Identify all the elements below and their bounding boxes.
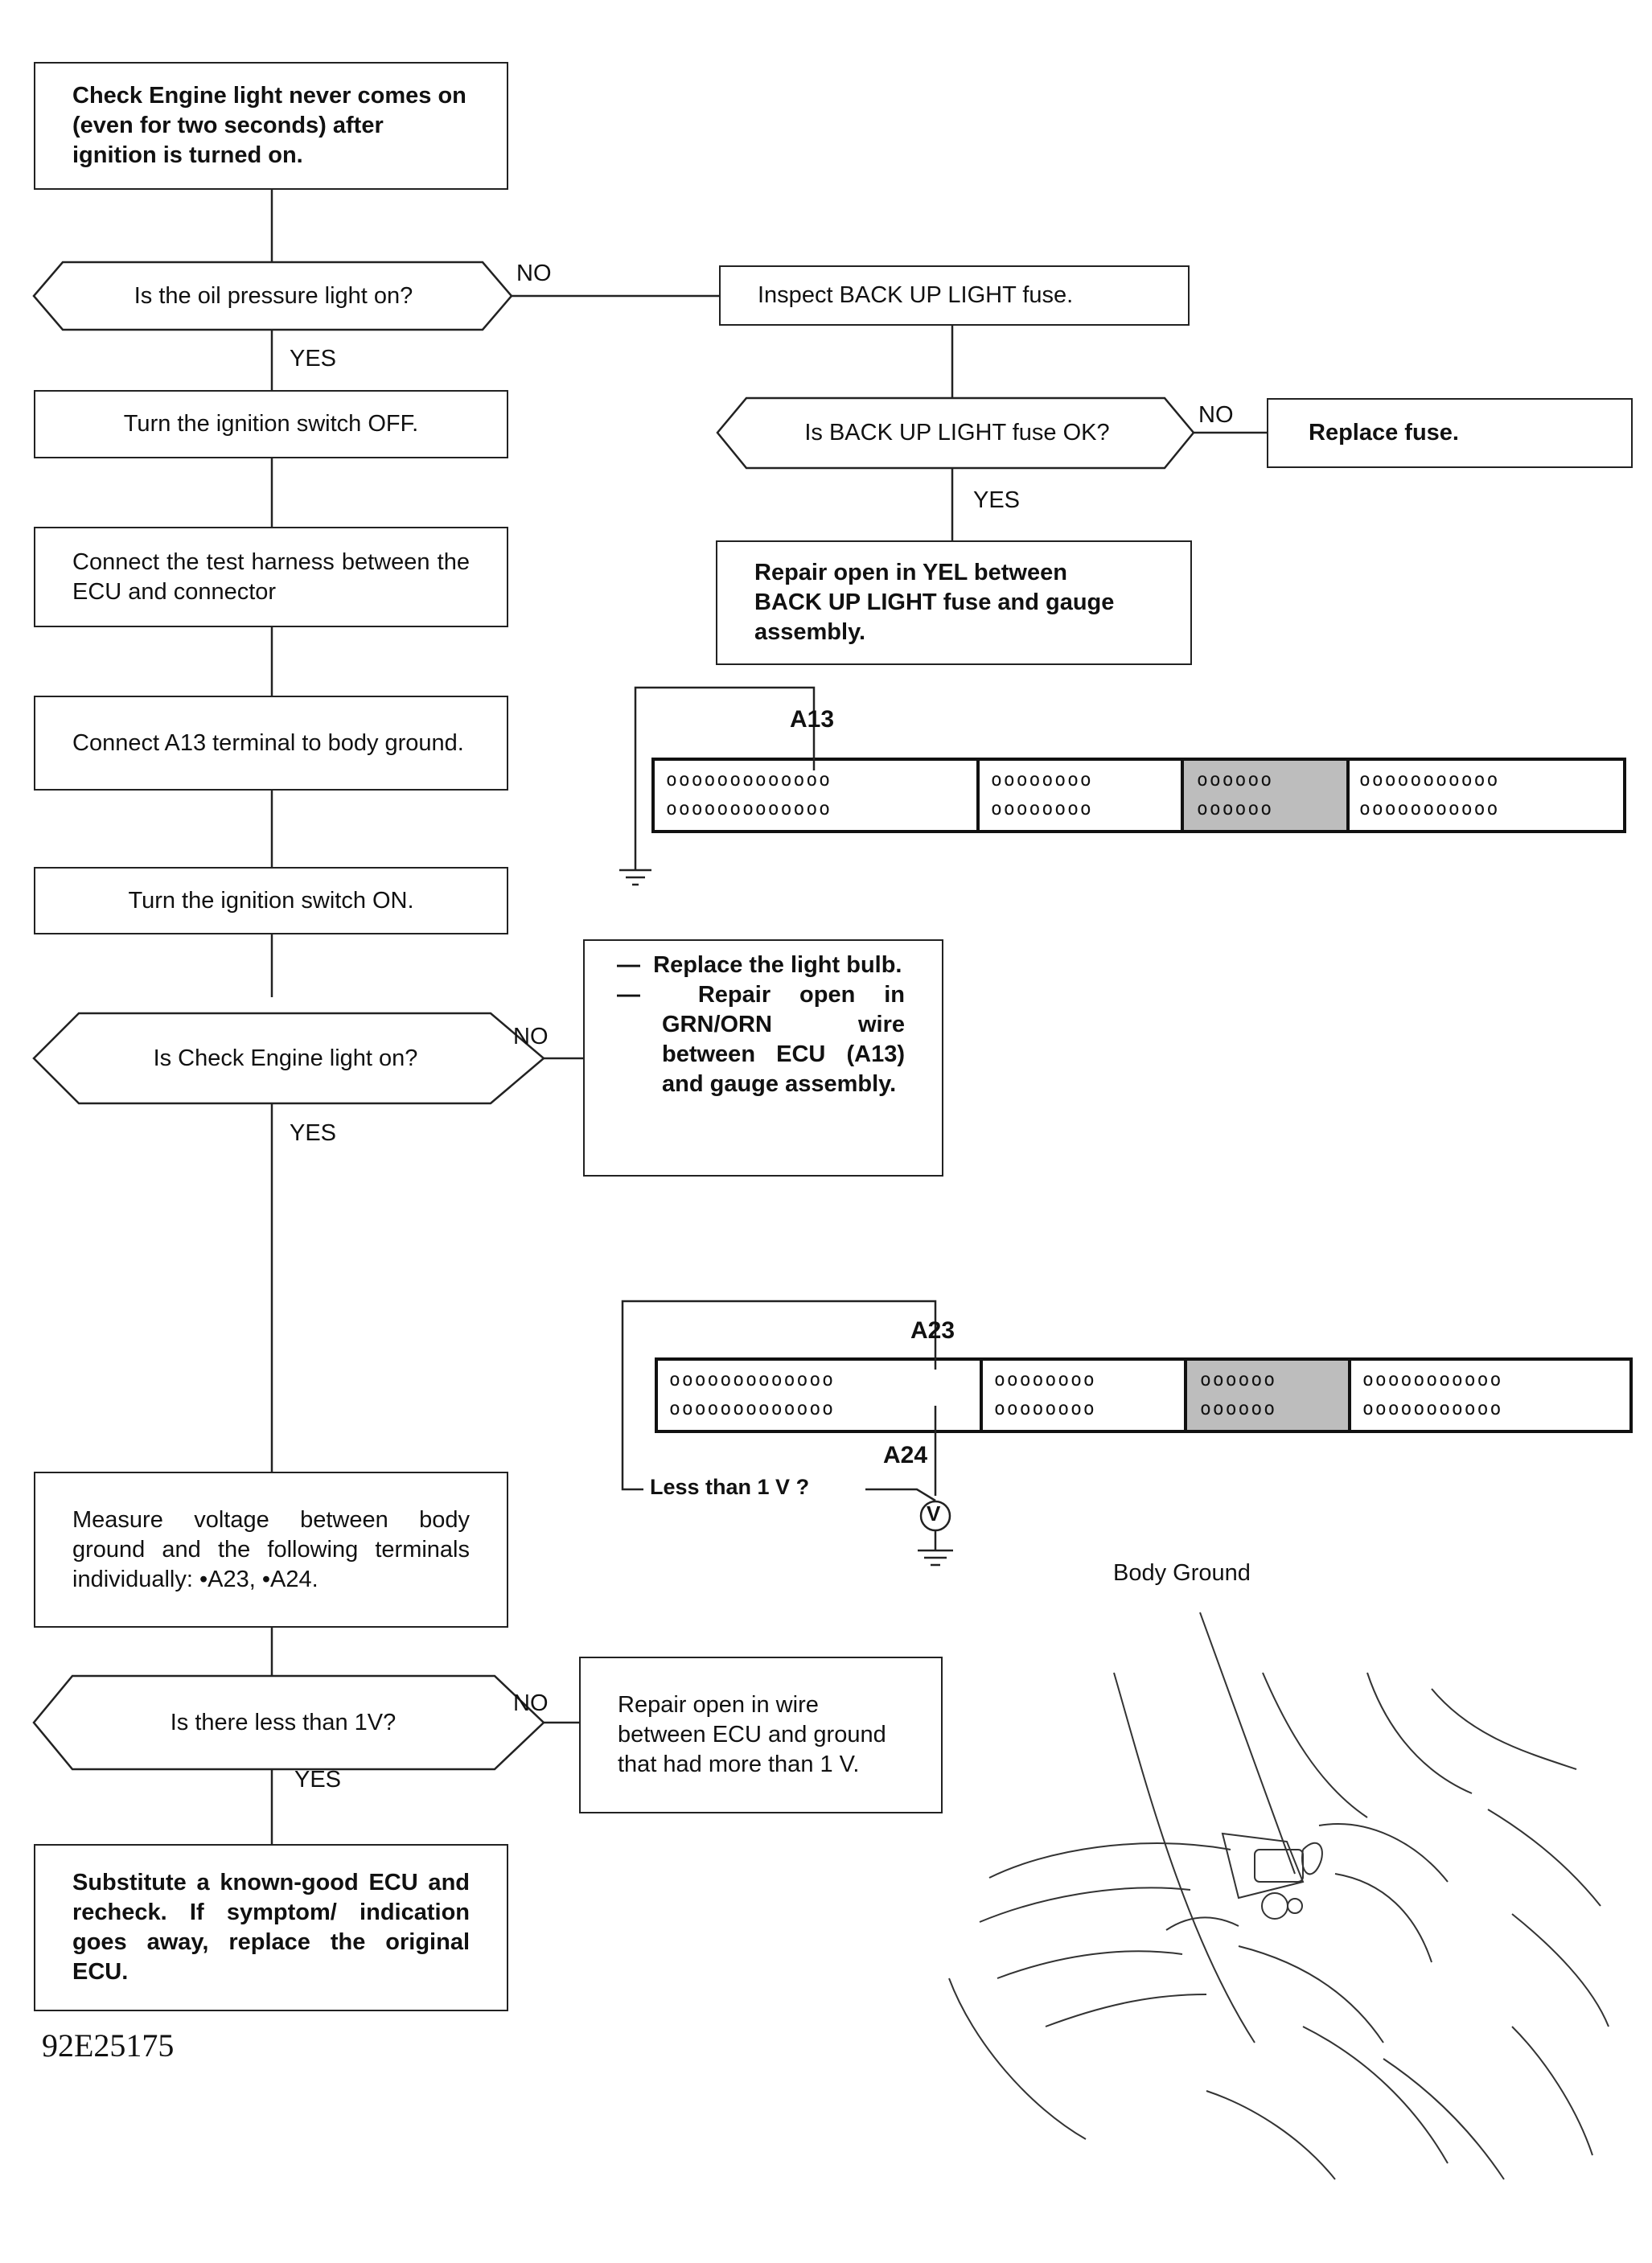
inspect-fuse-text: Inspect BACK UP LIGHT fuse. [758, 282, 1074, 308]
ign-on-text: Turn the ignition switch ON. [128, 887, 414, 914]
measure-text: Measure voltage between body ground and … [72, 1506, 470, 1592]
yes-label: YES [973, 487, 1021, 513]
decision-shape [32, 1012, 545, 1105]
no-label: NO [516, 261, 552, 286]
connector-block-4: ooooooooooo ooooooooooo [1359, 766, 1499, 823]
q-less-1v-text: Is there less than 1V? [170, 1709, 397, 1735]
shaded-pin-area [1184, 761, 1346, 830]
pin-row: oooooo [1197, 799, 1274, 819]
yes-label: YES [294, 1767, 342, 1793]
pin-row: oooooooo [994, 1398, 1096, 1419]
pin-row: ooooooooooo [1362, 1370, 1503, 1390]
voltmeter-label: V [927, 1501, 941, 1526]
q-fuse-ok-text: Is BACK UP LIGHT fuse OK? [804, 420, 1110, 446]
decision-shape [32, 1674, 545, 1771]
connector-block-4: ooooooooooo ooooooooooo [1362, 1366, 1502, 1423]
repair-wire-text: Repair open in wire between ECU and grou… [618, 1692, 886, 1777]
q-oil-pressure-text: Is the oil pressure light on? [134, 282, 413, 309]
connector-block-3: oooooo oooooo [1197, 766, 1273, 823]
repair-bulb-item: — Replace the light bulb. [617, 951, 905, 980]
repair-bulb-box: — Replace the light bulb. — Repair open … [583, 939, 943, 1177]
pin-row: oooooo [1200, 1398, 1277, 1419]
decision-shape [32, 261, 513, 331]
no-label: NO [513, 1024, 549, 1049]
shaded-pin-area [1187, 1361, 1348, 1430]
pin-row: ooooooooooo [1362, 1398, 1503, 1419]
connect-harness-text: Connect the test harness between the ECU… [72, 548, 470, 605]
repair-bulb-item-text: Replace the light bulb. [653, 952, 902, 978]
figure-number: 92E25175 [42, 2027, 175, 2064]
repair-yel-box: Repair open in YEL between BACK UP LIGHT… [716, 540, 1192, 665]
q-oil-pressure: Is the oil pressure light on? [64, 262, 483, 330]
start-box: Check Engine light never comes on (even … [34, 62, 508, 190]
q-fuse-ok: Is BACK UP LIGHT fuse OK? [748, 398, 1166, 468]
pin-row: ooooooooooo [1359, 799, 1500, 819]
repair-bulb-item-text: Repair open in GRN/ORN wire between ECU … [662, 982, 905, 1097]
pin-row: ooooooooooooo [666, 799, 832, 819]
no-label: NO [1198, 402, 1234, 428]
connector-block-2: oooooooo oooooooo [991, 766, 1093, 823]
ign-on-box: Turn the ignition switch ON. [34, 867, 508, 934]
replace-fuse-text: Replace fuse. [1309, 420, 1459, 446]
pin-row: oooooooo [991, 799, 1093, 819]
pin-row: oooooo [1197, 770, 1274, 791]
connector-block-1: ooooooooooooo ooooooooooooo [669, 1366, 835, 1423]
substitute-box: Substitute a known-good ECU and recheck.… [34, 1844, 508, 2011]
ign-off-box: Turn the ignition switch OFF. [34, 390, 508, 458]
a24-label: A24 [883, 1442, 928, 1468]
q-less-1v: Is there less than 1V? [74, 1676, 492, 1769]
connect-a13-text: Connect A13 terminal to body ground. [72, 729, 464, 756]
pin-row: oooooo [1200, 1370, 1277, 1390]
a13-label: A13 [790, 706, 835, 733]
pin-row: ooooooooooooo [669, 1370, 836, 1390]
pin-row: oooooooo [994, 1370, 1096, 1390]
repair-bulb-item: — Repair open in GRN/ORN wire between EC… [617, 980, 905, 1099]
body-ground-leader [1199, 1612, 1296, 1875]
connect-harness-box: Connect the test harness between the ECU… [34, 527, 508, 627]
a23-probe-wire [621, 1300, 937, 1491]
yes-label: YES [290, 346, 337, 372]
q-check-engine: Is Check Engine light on? [80, 1013, 491, 1103]
connector-block-3: oooooo oooooo [1200, 1366, 1276, 1423]
ecu-connector-a13 [651, 758, 1626, 833]
connect-a13-box: Connect A13 terminal to body ground. [34, 696, 508, 791]
engine-body-ground-drawing [948, 1612, 1609, 2180]
no-label: NO [513, 1690, 549, 1716]
start-text: Check Engine light never comes on (even … [72, 83, 466, 168]
connector-block-2: oooooooo oooooooo [994, 1366, 1096, 1423]
inspect-fuse-box: Inspect BACK UP LIGHT fuse. [719, 265, 1190, 326]
a13-ground-wire [634, 686, 816, 870]
ecu-connector-a23-a24 [655, 1357, 1633, 1433]
pin-row: ooooooooooooo [669, 1398, 836, 1419]
repair-bulb-list: — Replace the light bulb. — Repair open … [617, 951, 905, 1099]
measure-box: Measure voltage between body ground and … [34, 1472, 508, 1628]
a23-label: A23 [910, 1317, 955, 1344]
body-ground-label: Body Ground [1113, 1560, 1251, 1586]
q-check-engine-text: Is Check Engine light on? [153, 1045, 418, 1071]
yes-label: YES [290, 1120, 337, 1146]
pin-row: ooooooooooooo [666, 770, 832, 791]
dash-bullet: — [617, 982, 640, 1008]
replace-fuse-box: Replace fuse. [1267, 398, 1633, 468]
repair-yel-text: Repair open in YEL between BACK UP LIGHT… [754, 560, 1115, 645]
connector-block-1: ooooooooooooo ooooooooooooo [666, 766, 832, 823]
repair-wire-box: Repair open in wire between ECU and grou… [579, 1657, 943, 1813]
ign-off-text: Turn the ignition switch OFF. [123, 411, 419, 437]
decision-shape [716, 396, 1195, 470]
less-than-1v-label: Less than 1 V ? [650, 1475, 810, 1499]
dash-bullet: — [617, 952, 640, 978]
pin-row: oooooooo [991, 770, 1093, 791]
pin-row: ooooooooooo [1359, 770, 1500, 791]
substitute-text: Substitute a known-good ECU and recheck.… [72, 1870, 470, 1985]
